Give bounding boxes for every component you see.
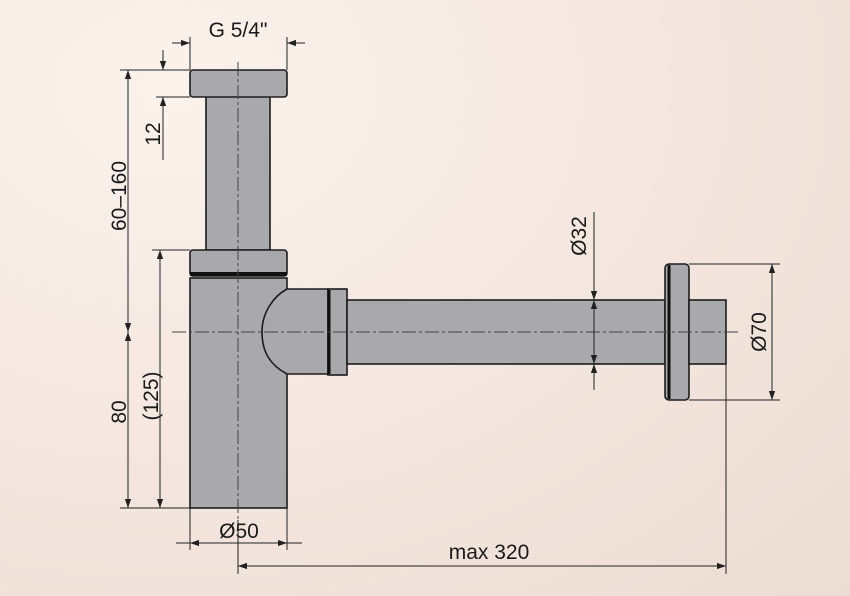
nut-height-label: 12 bbox=[142, 122, 165, 145]
body-diameter-label: Ø50 bbox=[219, 520, 259, 543]
outlet-height-label: 80 bbox=[108, 400, 131, 423]
dimension-pipe-diameter: Ø32 bbox=[568, 212, 598, 390]
pipe-diameter-label: Ø32 bbox=[568, 216, 591, 256]
dimension-outlet-height-alt: (125) bbox=[140, 249, 190, 508]
inlet-height-label: 60–160 bbox=[108, 161, 131, 231]
dimension-nut-height: 12 bbox=[142, 50, 190, 160]
dimension-thread: G 5/4" bbox=[172, 19, 305, 70]
outlet-height-alt-label: (125) bbox=[140, 371, 163, 420]
dimension-flange-diameter: Ø70 bbox=[689, 263, 780, 401]
dimension-body-diameter: Ø50 bbox=[176, 508, 302, 550]
trap-body bbox=[189, 69, 727, 509]
dimension-max-length: max 320 bbox=[237, 364, 727, 574]
flange-diameter-label: Ø70 bbox=[748, 312, 771, 352]
dimension-inlet-height: 60–160 bbox=[108, 69, 190, 332]
dimension-outlet-height: 80 bbox=[108, 332, 190, 509]
thread-label: G 5/4" bbox=[209, 19, 268, 42]
max-length-label: max 320 bbox=[449, 541, 530, 564]
